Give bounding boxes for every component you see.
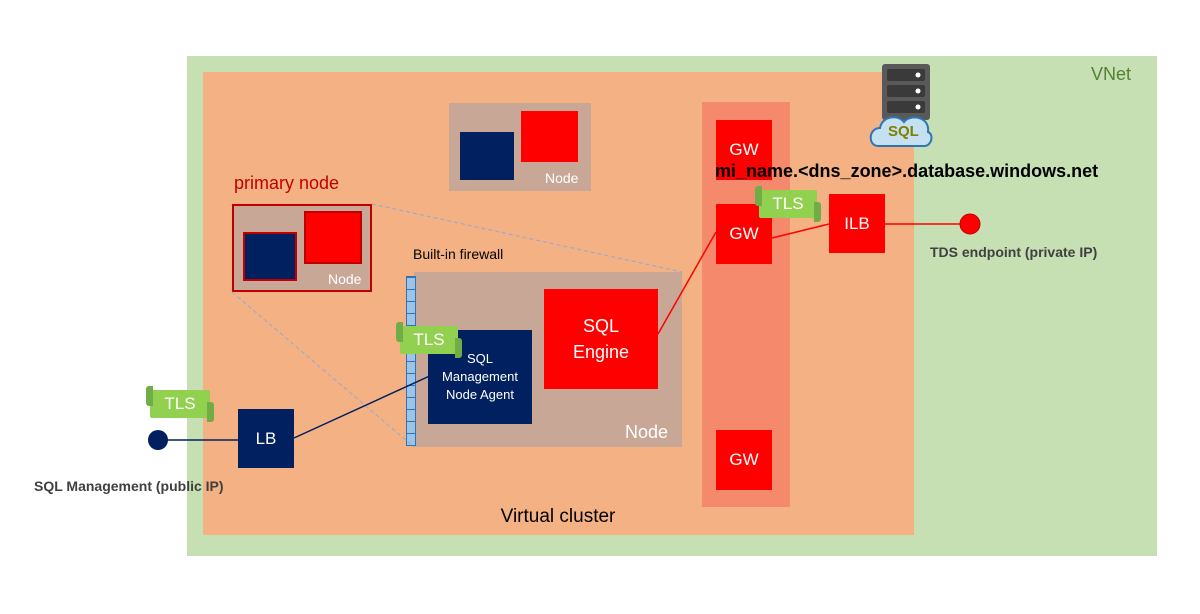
node-main-label: Node (625, 422, 669, 442)
zoom-guide-bottom (231, 291, 415, 448)
sql-icon-label: SQL (888, 123, 919, 140)
lb-to-agent-line (293, 373, 435, 439)
gateway-to-ilb-line (771, 223, 830, 239)
firewall-label: Built-in firewall (413, 246, 504, 262)
zoom-guide-top (371, 203, 683, 273)
built-in-firewall (406, 276, 416, 446)
dns-name: mi_name.<dns_zone>.database.windows.net (715, 161, 1099, 181)
gateway-1: GW (716, 120, 772, 180)
management-endpoint-label: SQL Management (public IP) (34, 478, 224, 494)
internal-load-balancer: ILB (829, 194, 885, 253)
node-top-replica (460, 132, 514, 180)
node-top-label: Node (545, 170, 579, 186)
primary-node-title: primary node (234, 173, 340, 193)
tds-endpoint-label: TDS endpoint (private IP) (930, 244, 1098, 260)
node-primary-label: Node (328, 271, 362, 287)
tls-tag-management: TLS (146, 386, 214, 422)
gateway-3: GW (716, 430, 772, 490)
node-top-engine (521, 111, 578, 162)
management-endpoint-dot (148, 430, 168, 450)
tls-tag-gateway: TLS (755, 186, 821, 222)
node-primary-engine (304, 211, 362, 264)
vnet-label: VNet (1091, 64, 1132, 84)
tls-tag-agent: TLS (396, 322, 462, 358)
node-primary-replica (243, 232, 297, 281)
engine-to-gateway-line (657, 231, 717, 335)
load-balancer: LB (238, 409, 294, 468)
sql-engine: SQL Engine (544, 289, 658, 389)
virtual-cluster-label: Virtual cluster (500, 506, 616, 527)
sql-server-cloud-icon: SQL (868, 62, 934, 148)
tds-endpoint-dot (959, 213, 981, 235)
gateway-2: GW (716, 204, 772, 264)
